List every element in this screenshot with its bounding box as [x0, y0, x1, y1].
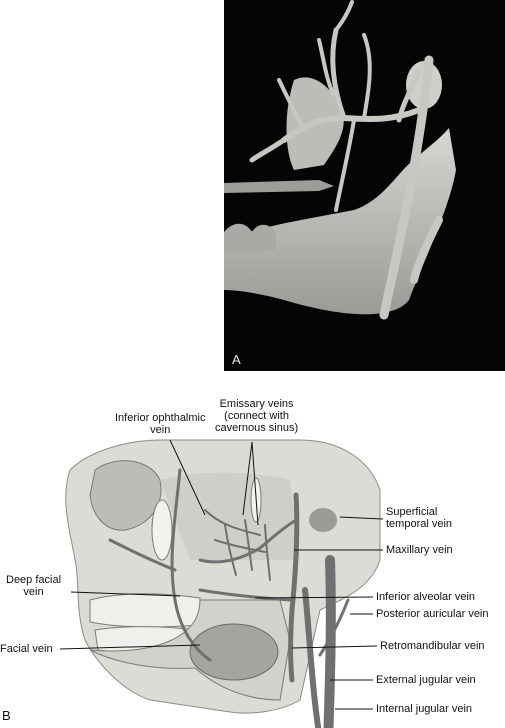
skull-illustration	[65, 439, 381, 714]
upper-teeth	[89, 593, 201, 628]
masseter-section	[189, 623, 279, 681]
probe-instrument	[224, 180, 334, 193]
lower-teeth	[94, 626, 196, 654]
vein-network	[108, 468, 350, 683]
label-external-jugular-vein: External jugular vein	[376, 674, 476, 686]
venous-cast-photo	[224, 0, 456, 320]
label-retromandibular-vein: Retromandibular vein	[380, 640, 485, 652]
label-facial-vein: Facial vein	[0, 643, 53, 655]
mandible-illustration	[89, 599, 291, 701]
label-internal-jugular-vein: Internal jugular vein	[376, 703, 473, 715]
ear-canal	[309, 508, 337, 532]
leader-lines	[59, 439, 384, 710]
label-superficial-temporal-vein: Superficial temporal vein	[386, 506, 453, 530]
zygomatic-window	[151, 499, 173, 561]
label-deep-facial-vein: Deep facial vein	[6, 574, 62, 598]
orbit	[89, 460, 162, 531]
teeth-model	[224, 223, 276, 255]
temporal-window	[250, 477, 262, 523]
panel-label-a: A	[232, 352, 241, 367]
label-emissary-veins: Emissary veins (connect with cavernous s…	[215, 398, 299, 434]
temporal-region	[160, 472, 300, 560]
label-maxillary-vein: Maxillary vein	[386, 544, 453, 556]
label-posterior-auricular-vein: Posterior auricular vein	[376, 608, 489, 620]
neck-veins	[302, 555, 336, 728]
vein-casts	[249, 0, 443, 320]
label-inferior-ophthalmic-vein: Inferior ophthalmic vein	[115, 412, 206, 436]
label-inferior-alveolar-vein: Inferior alveolar vein	[376, 591, 476, 603]
photo-panel-a: A	[224, 0, 505, 371]
panel-label-b: B	[2, 708, 11, 723]
